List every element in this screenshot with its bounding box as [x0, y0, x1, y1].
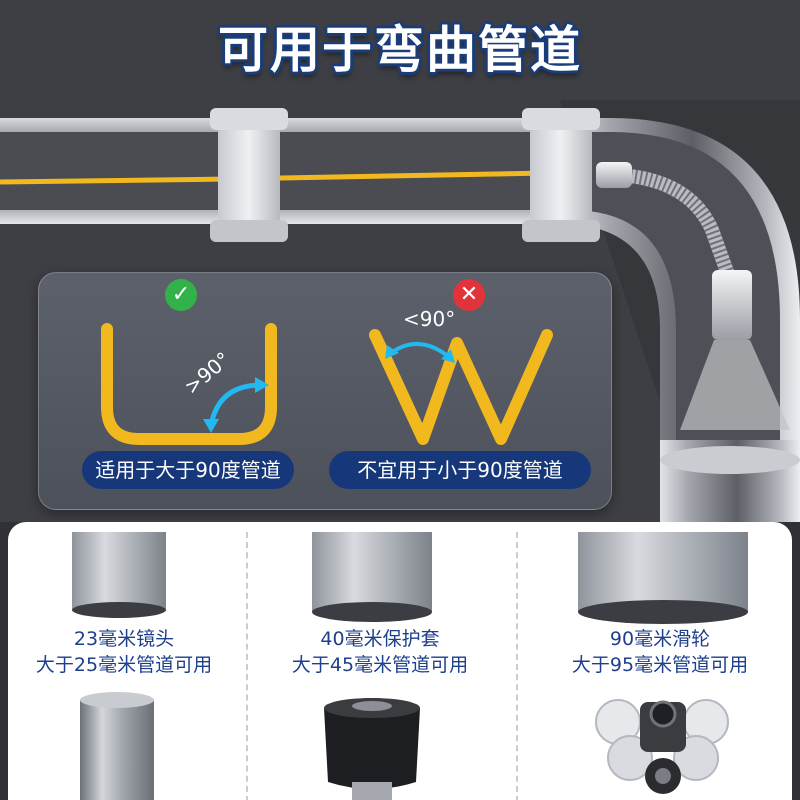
pulley-illustration [578, 532, 748, 794]
unsuitable-badge: 不宜用于小于90度管道 [329, 451, 591, 489]
cross-icon: ✕ [453, 279, 485, 311]
bend-info-card: ✓ ✕ >90° <90° 适用于大于90度管道 不宜用于小于90度管道 [38, 272, 612, 510]
lens-size: 23毫米镜头 [73, 628, 175, 650]
headline: 可用于弯曲管道 [218, 21, 582, 79]
cover-requirement: 大于45毫米管道可用 [291, 654, 469, 676]
divider-2 [516, 532, 518, 800]
option-protective-cover: 40毫米保护套 大于45毫米管道可用 [260, 522, 500, 800]
pulley-size: 90毫米滑轮 [609, 628, 711, 650]
lens-illustration [72, 532, 166, 800]
angle-arc-right [389, 341, 451, 359]
pulley-caption: 90毫米滑轮 大于95毫米管道可用 [540, 626, 780, 678]
w-bend-shape [369, 329, 553, 445]
cover-illustration [312, 532, 432, 800]
pulley-requirement: 大于95毫米管道可用 [571, 654, 749, 676]
size-options: 23毫米镜头 大于25毫米管道可用 [0, 522, 800, 800]
divider-1 [246, 532, 248, 800]
option-lens: 23毫米镜头 大于25毫米管道可用 [4, 522, 244, 800]
bend-diagram [101, 323, 553, 445]
check-icon: ✓ [165, 279, 197, 311]
option-pulley: 90毫米滑轮 大于95毫米管道可用 [540, 522, 780, 800]
u-bend-shape [101, 323, 277, 445]
lens-requirement: 大于25毫米管道可用 [35, 654, 213, 676]
suitable-badge: 适用于大于90度管道 [82, 451, 294, 489]
cover-caption: 40毫米保护套 大于45毫米管道可用 [260, 626, 500, 678]
angle-label-right: <90° [403, 307, 456, 331]
cover-size: 40毫米保护套 [320, 628, 440, 650]
pipe-scene: 可用于弯曲管道 ✓ ✕ >90° <90° 适用于大于90度管道 [0, 0, 800, 522]
lens-caption: 23毫米镜头 大于25毫米管道可用 [4, 626, 244, 678]
angle-arc-left [208, 382, 262, 426]
